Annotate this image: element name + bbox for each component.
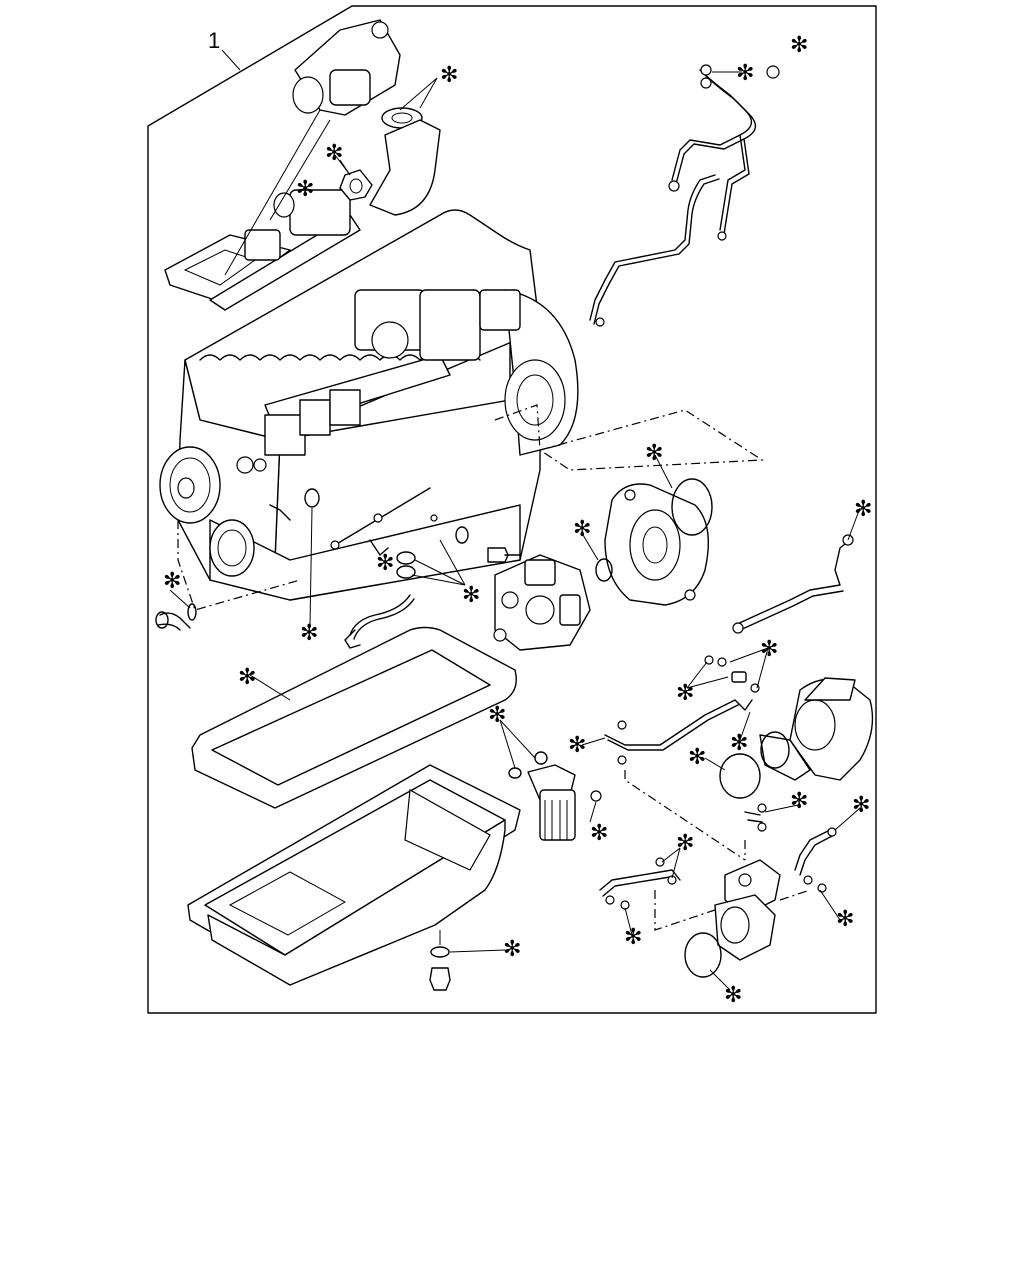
asterisk-markers: ✻ ✻ ✻ ✻ ✻ ✻ ✻ ✻ ✻ ✻ ✻ ✻ ✻ ✻ ✻ ✻ ✻ ✻ ✻ ✻ …	[163, 33, 872, 1008]
marker: ✻	[376, 551, 394, 576]
marker: ✻	[730, 731, 748, 756]
compressor-o-ring	[684, 932, 722, 978]
engine-block	[159, 209, 579, 601]
marker: ✻	[854, 497, 872, 522]
marker: ✻	[676, 681, 694, 706]
marker: ✻	[676, 831, 694, 856]
small-o-ring	[595, 558, 613, 582]
compressor-coolant-pipe	[599, 869, 681, 897]
marker: ✻	[645, 441, 663, 466]
air-compressor	[714, 859, 781, 961]
marker: ✻	[503, 937, 521, 962]
diagram-frame	[147, 5, 877, 1014]
item-number-label: 1	[208, 28, 220, 53]
marker: ✻	[300, 621, 318, 646]
marker: ✻	[325, 141, 343, 166]
fuel-return-pipe-assembly	[589, 64, 757, 327]
coolant-elbow	[157, 612, 191, 631]
rear-cover-plate	[604, 483, 710, 606]
turbo-gasket-ring	[719, 753, 761, 799]
oil-pan	[187, 764, 521, 986]
marker: ✻	[163, 569, 181, 594]
oil-feed-pipe	[604, 699, 753, 751]
intake-manifold	[164, 189, 361, 311]
drain-plug-washer	[430, 946, 450, 958]
marker: ✻	[736, 61, 754, 86]
marker: ✻	[590, 821, 608, 846]
oil-return-pipe	[734, 539, 851, 632]
turbocharger	[759, 677, 874, 781]
marker: ✻	[852, 793, 870, 818]
rear-seal-o-ring	[671, 478, 713, 536]
marker: ✻	[790, 33, 808, 58]
fuel-injection-pump	[493, 554, 591, 651]
marker: ✻	[238, 665, 256, 690]
drain-plug	[429, 967, 451, 991]
pump-bolt	[487, 547, 509, 563]
marker: ✻	[836, 907, 854, 932]
marker: ✻	[624, 925, 642, 950]
oil-filler-pipe	[349, 594, 415, 640]
water-outlet-elbow	[369, 119, 441, 216]
marker: ✻	[790, 789, 808, 814]
compressor-outlet-pipe	[794, 829, 835, 876]
outlet-gasket	[339, 169, 373, 201]
marker: ✻	[568, 733, 586, 758]
marker: ✻	[440, 63, 458, 88]
marker: ✻	[488, 703, 506, 728]
marker: ✻	[724, 983, 742, 1008]
marker: ✻	[573, 517, 591, 542]
marker: ✻	[296, 177, 314, 202]
leader-lines	[169, 71, 861, 991]
banjo-bolt	[766, 65, 780, 79]
item-number-leader	[221, 49, 241, 71]
manifold-gasket-small	[273, 192, 295, 218]
thermostat-housing	[292, 19, 401, 116]
oil-filter	[508, 751, 602, 841]
marker: ✻	[462, 583, 480, 608]
oil-pan-gasket	[191, 626, 517, 809]
marker: ✻	[688, 745, 706, 770]
marker: ✻	[760, 637, 778, 662]
